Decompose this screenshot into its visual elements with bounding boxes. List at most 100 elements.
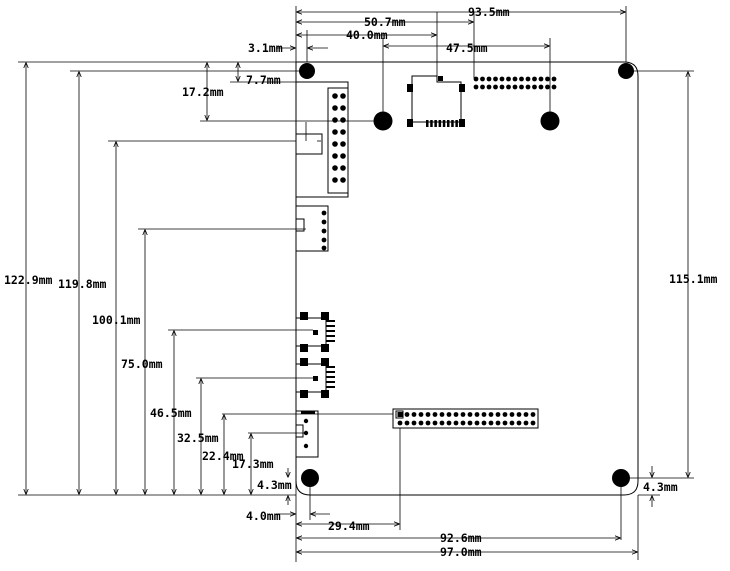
bottom-pin-header [392,408,539,429]
dim-label-50-7: 50.7mm [364,15,406,29]
header-pin [512,76,518,82]
dim-label-22-4: 22.4mm [202,449,244,463]
header-pin [411,420,417,426]
board-outline [295,61,639,496]
header-pin [411,412,417,417]
connector-pin [340,105,346,111]
header-pin [512,84,518,90]
connector-pin [332,141,338,147]
header-pin [480,76,485,82]
header-pin [418,420,424,426]
dim-label-122-9: 122.9mm [4,273,53,287]
mounting-hole-mid-right [540,111,560,131]
connector-pin [332,129,338,135]
dim-label-92-6: 92.6mm [440,531,482,545]
header-pin [446,420,452,426]
header-pin [418,412,424,417]
dim-label-119-8: 119.8mm [58,277,107,291]
sd-card-slot [407,75,465,127]
dimension-labels: 93.5mm 50.7mm 40.0mm 47.5mm 3.1mm 7.7mm … [4,5,718,559]
dim-label-29-4: 29.4mm [328,519,370,533]
header-pin [519,76,524,82]
three-pin-connector [295,410,319,458]
header-pin [481,412,487,417]
header-pin [523,420,529,426]
connector-pin [340,117,346,123]
sd-pin [434,120,437,127]
header-pin [467,412,473,417]
sd-pin [455,120,458,127]
header-pin [488,420,494,426]
header-pin [473,84,479,90]
header-pin [486,84,492,90]
header-pin [516,412,522,417]
sd-pin [430,120,433,127]
header-pin [493,76,498,82]
header-pin-1 [397,412,403,417]
header-pin [460,412,466,417]
header-pin [488,412,494,417]
dim-label-115-1: 115.1mm [669,272,718,286]
dim-label-17-2: 17.2mm [182,85,224,99]
connector-pin [332,165,338,171]
usb-pin [326,376,335,378]
header-pin [551,84,557,90]
sd-pin [426,120,429,127]
left-box-connector [295,81,349,198]
header-pin [523,412,529,417]
header-pin [538,76,544,82]
sd-pin [451,120,454,127]
header-pin [493,84,498,90]
header-pin [532,84,537,90]
header-pin [509,420,515,426]
header-pin [519,84,524,90]
header-pin [474,420,480,426]
header-pin [545,84,550,90]
usb-pin [326,340,335,342]
extension-lines [18,6,694,562]
header-pin [506,84,511,90]
five-pin-connector [295,205,329,252]
header-pin [446,412,452,417]
header-pin [473,76,479,82]
header-pin [545,76,550,82]
header-pin [453,420,459,426]
header-pin [509,412,515,417]
header-pin [439,420,445,426]
dim-label-40-0: 40.0mm [346,28,388,42]
mounting-holes [299,63,634,487]
connector-pin [340,177,346,183]
dim-label-17-3: 17.3mm [232,457,274,471]
usb-pin [326,381,335,383]
header-pin [480,84,485,90]
usb-pin [326,371,335,373]
header-pin [506,76,511,82]
header-pin [425,420,431,426]
dim-label-100-1: 100.1mm [92,313,141,327]
dim-label-32-5: 32.5mm [177,431,219,445]
dim-label-4-3-right: 4.3mm [643,480,678,494]
usb-pin [326,330,335,332]
dim-label-75-0: 75.0mm [121,357,163,371]
header-pin [495,412,501,417]
header-pin [551,76,557,82]
header-pin [530,420,536,426]
header-pin [460,420,466,426]
connector-pin [340,141,346,147]
connector-pin [340,129,346,135]
usb-pin [326,366,335,368]
usb-port-upper [295,312,335,352]
connector-pin [340,153,346,159]
sd-pin [442,120,446,127]
connector-pin [340,93,346,99]
header-pin [516,420,522,426]
usb-pin [326,386,335,388]
header-pin [525,76,531,82]
dim-label-47-5: 47.5mm [446,41,488,55]
usb-pin [326,320,335,322]
header-pin [532,76,537,82]
header-pin [439,412,445,417]
header-pin [495,420,501,426]
usb-pin [326,325,335,327]
